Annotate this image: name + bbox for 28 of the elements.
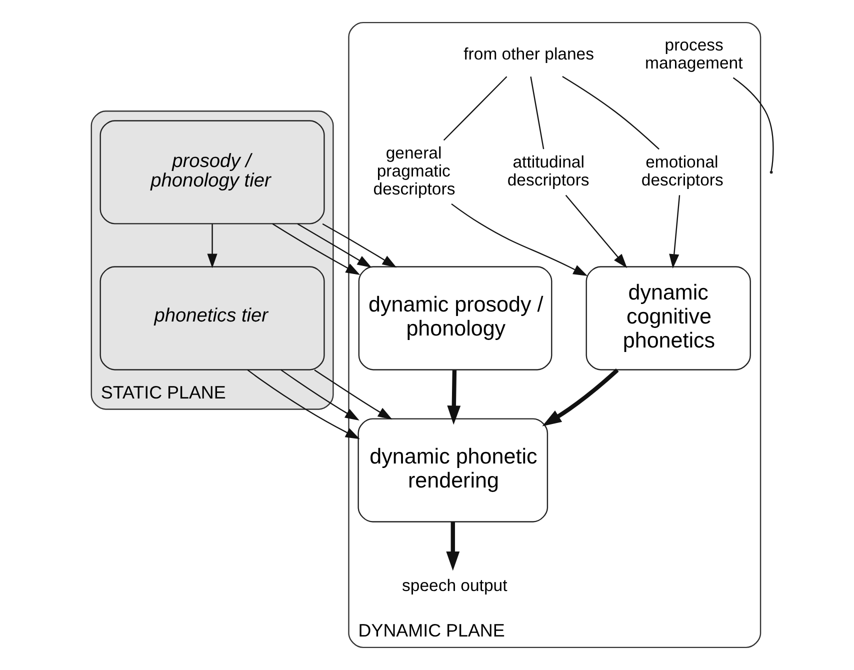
arrow xyxy=(246,369,360,440)
arrow xyxy=(322,223,396,268)
arrow xyxy=(446,522,460,571)
arrow xyxy=(564,194,627,268)
arrow xyxy=(296,223,372,268)
node-text: emotional descriptors xyxy=(640,152,723,190)
arrow xyxy=(446,370,460,425)
arrow xyxy=(280,369,359,421)
connector xyxy=(530,76,544,150)
connector xyxy=(562,76,659,150)
node-box: prosody / phonology tier xyxy=(99,120,324,224)
arrow xyxy=(542,368,618,426)
node-box: dynamic phonetic rendering xyxy=(357,418,548,522)
node-box: dynamic prosody / phonology xyxy=(358,266,552,370)
node-box: dynamic cognitive phonetics xyxy=(585,266,750,370)
connector xyxy=(442,76,507,141)
arrow xyxy=(314,369,392,420)
node-text: general pragmatic descriptors xyxy=(372,144,455,199)
arrow xyxy=(206,224,217,268)
arrow xyxy=(272,223,360,275)
node-text: attitudinal descriptors xyxy=(506,152,589,190)
node-box: phonetics tier xyxy=(99,266,324,370)
node-text: speech output xyxy=(402,576,507,595)
node-text: from other planes xyxy=(463,44,594,64)
node-text: process management xyxy=(644,35,742,72)
connector xyxy=(732,77,774,171)
arrow xyxy=(668,195,680,268)
arrow xyxy=(450,203,588,276)
